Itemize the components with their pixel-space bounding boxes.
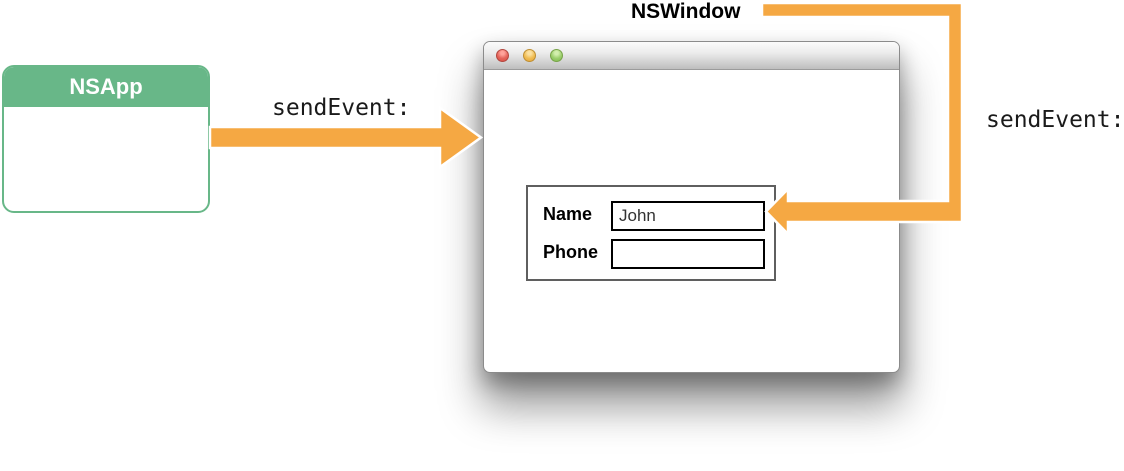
phone-input[interactable]: [611, 239, 765, 269]
name-field-label: Name: [543, 204, 593, 224]
nsapp-class-box-header: NSApp: [4, 67, 208, 107]
name-input[interactable]: [611, 201, 765, 231]
close-button[interactable]: [496, 49, 509, 62]
send-event-label-app-to-window: sendEvent:: [272, 95, 411, 121]
contact-form: Name Phone: [526, 185, 776, 281]
zoom-button[interactable]: [550, 49, 563, 62]
nswindow-title: NSWindow: [631, 0, 741, 23]
nsapp-title: NSApp: [69, 74, 143, 99]
nsapp-class-box: NSApp: [2, 65, 210, 213]
window-titlebar: [484, 42, 899, 70]
minimize-button[interactable]: [523, 49, 536, 62]
phone-field-label: Phone: [543, 242, 599, 262]
mac-window: Name Phone: [483, 41, 900, 373]
send-event-label-window-to-view: sendEvent:: [986, 107, 1124, 133]
